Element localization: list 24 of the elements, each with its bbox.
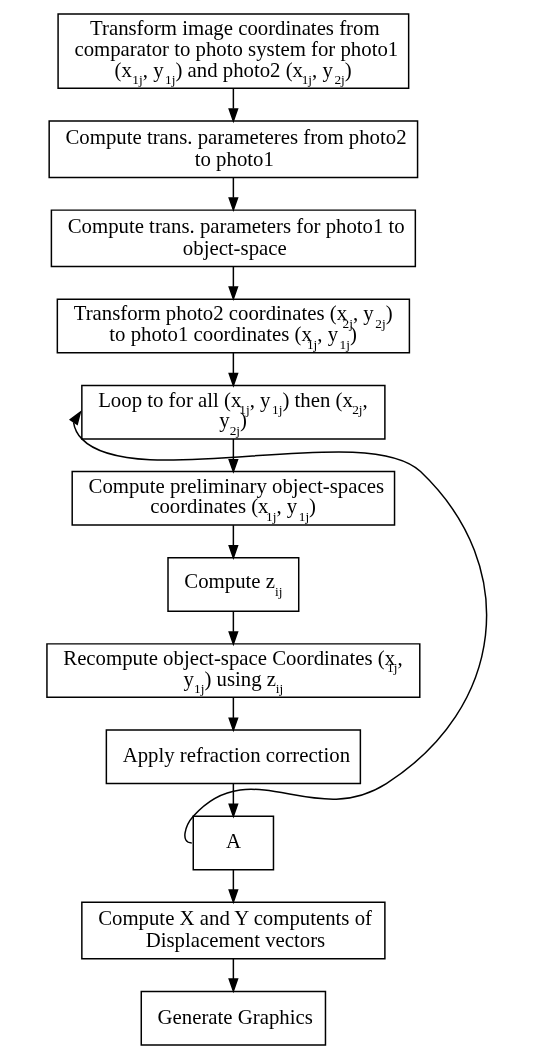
arrow bbox=[69, 410, 488, 844]
node-box: Compute z$_{ij}$ bbox=[167, 556, 300, 612]
arrow bbox=[228, 438, 239, 474]
node-box: Generate Graphics bbox=[140, 990, 327, 1046]
node-box: Compute X and Y computents of Displacement vectors bbox=[81, 901, 386, 960]
arrow bbox=[228, 958, 239, 994]
arrow bbox=[228, 696, 239, 733]
arrow bbox=[228, 610, 239, 647]
node-box: Loop to for all (x$_{1j}$, y$_{1j}$) then (x$_{2j}$, y$_{2j}$) bbox=[81, 384, 386, 440]
arrow bbox=[228, 524, 239, 560]
node-box: Transform image coordinates from comparator to photo system for photo1 (x$_{1j}$, y$_{1j}$) and photo2 (x$_{1j}$, y$_{2j}$) bbox=[57, 13, 410, 90]
arrow bbox=[228, 265, 239, 301]
arrow bbox=[228, 176, 239, 213]
arrow bbox=[228, 352, 239, 388]
node-box: Apply refraction correction bbox=[105, 729, 362, 785]
node-box: A bbox=[192, 815, 275, 871]
node-box: Compute trans. parameteres from photo2 to photo1 bbox=[48, 120, 419, 179]
node-box: Recompute object-space Coordinates (x$_{1j}$, y$_{1j}$) using z$_{ij}$ bbox=[46, 643, 421, 699]
node-box: Compute preliminary object-spaces coordinates (x$_{1j}$, y$_{1j}$) bbox=[71, 470, 396, 526]
node-box: Transform photo2 coordinates (x$_{2j}$, y$_{2j}$) to photo1 coordinates (x$_{1j}$, y$_{1j}$) bbox=[56, 298, 411, 354]
arrow bbox=[228, 869, 239, 905]
arrow bbox=[228, 782, 239, 819]
node-box: Compute trans. parameters for photo1 to object-space bbox=[50, 209, 417, 268]
arrow bbox=[228, 87, 239, 124]
